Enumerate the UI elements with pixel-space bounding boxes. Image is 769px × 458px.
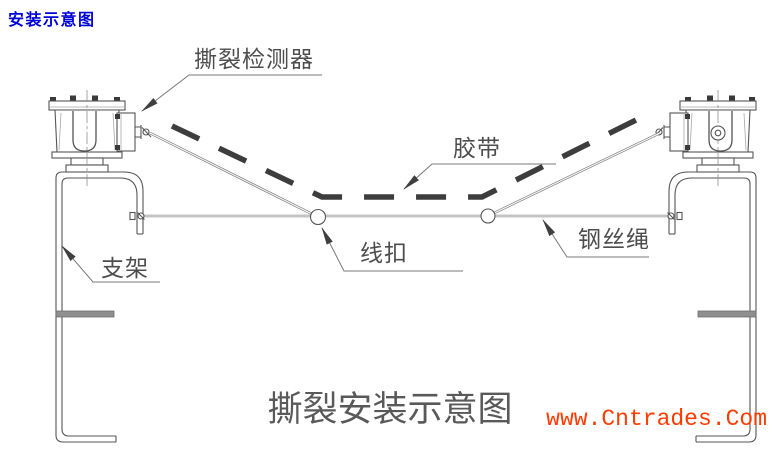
wire-buckle-right: [480, 208, 496, 224]
bracket-right: [668, 171, 757, 443]
wire-rope-lines: [144, 131, 671, 219]
bracket-left: [55, 171, 144, 443]
label-belt: 胶带: [453, 135, 501, 161]
website-watermark: www.Cntrades.Com: [546, 406, 767, 432]
tear-detector-right: [653, 89, 757, 189]
page-watermark: 安装示意图: [8, 12, 96, 29]
label-tear-detector: 撕裂检测器: [194, 46, 314, 72]
rope-anchor-right: [667, 212, 675, 220]
leader-lines: [61, 74, 649, 283]
belt-dashed-line: [170, 115, 642, 200]
rope-anchor-left: [137, 212, 145, 220]
label-wire-buckle: 线扣: [360, 240, 408, 266]
tear-detector-left: [48, 89, 152, 189]
wire-buckle-left: [309, 208, 327, 226]
label-bracket: 支架: [101, 255, 149, 281]
detector-knob: [710, 125, 726, 141]
diagram-title: 撕裂安装示意图: [267, 390, 512, 429]
label-wire-rope: 钢丝绳: [578, 226, 650, 252]
